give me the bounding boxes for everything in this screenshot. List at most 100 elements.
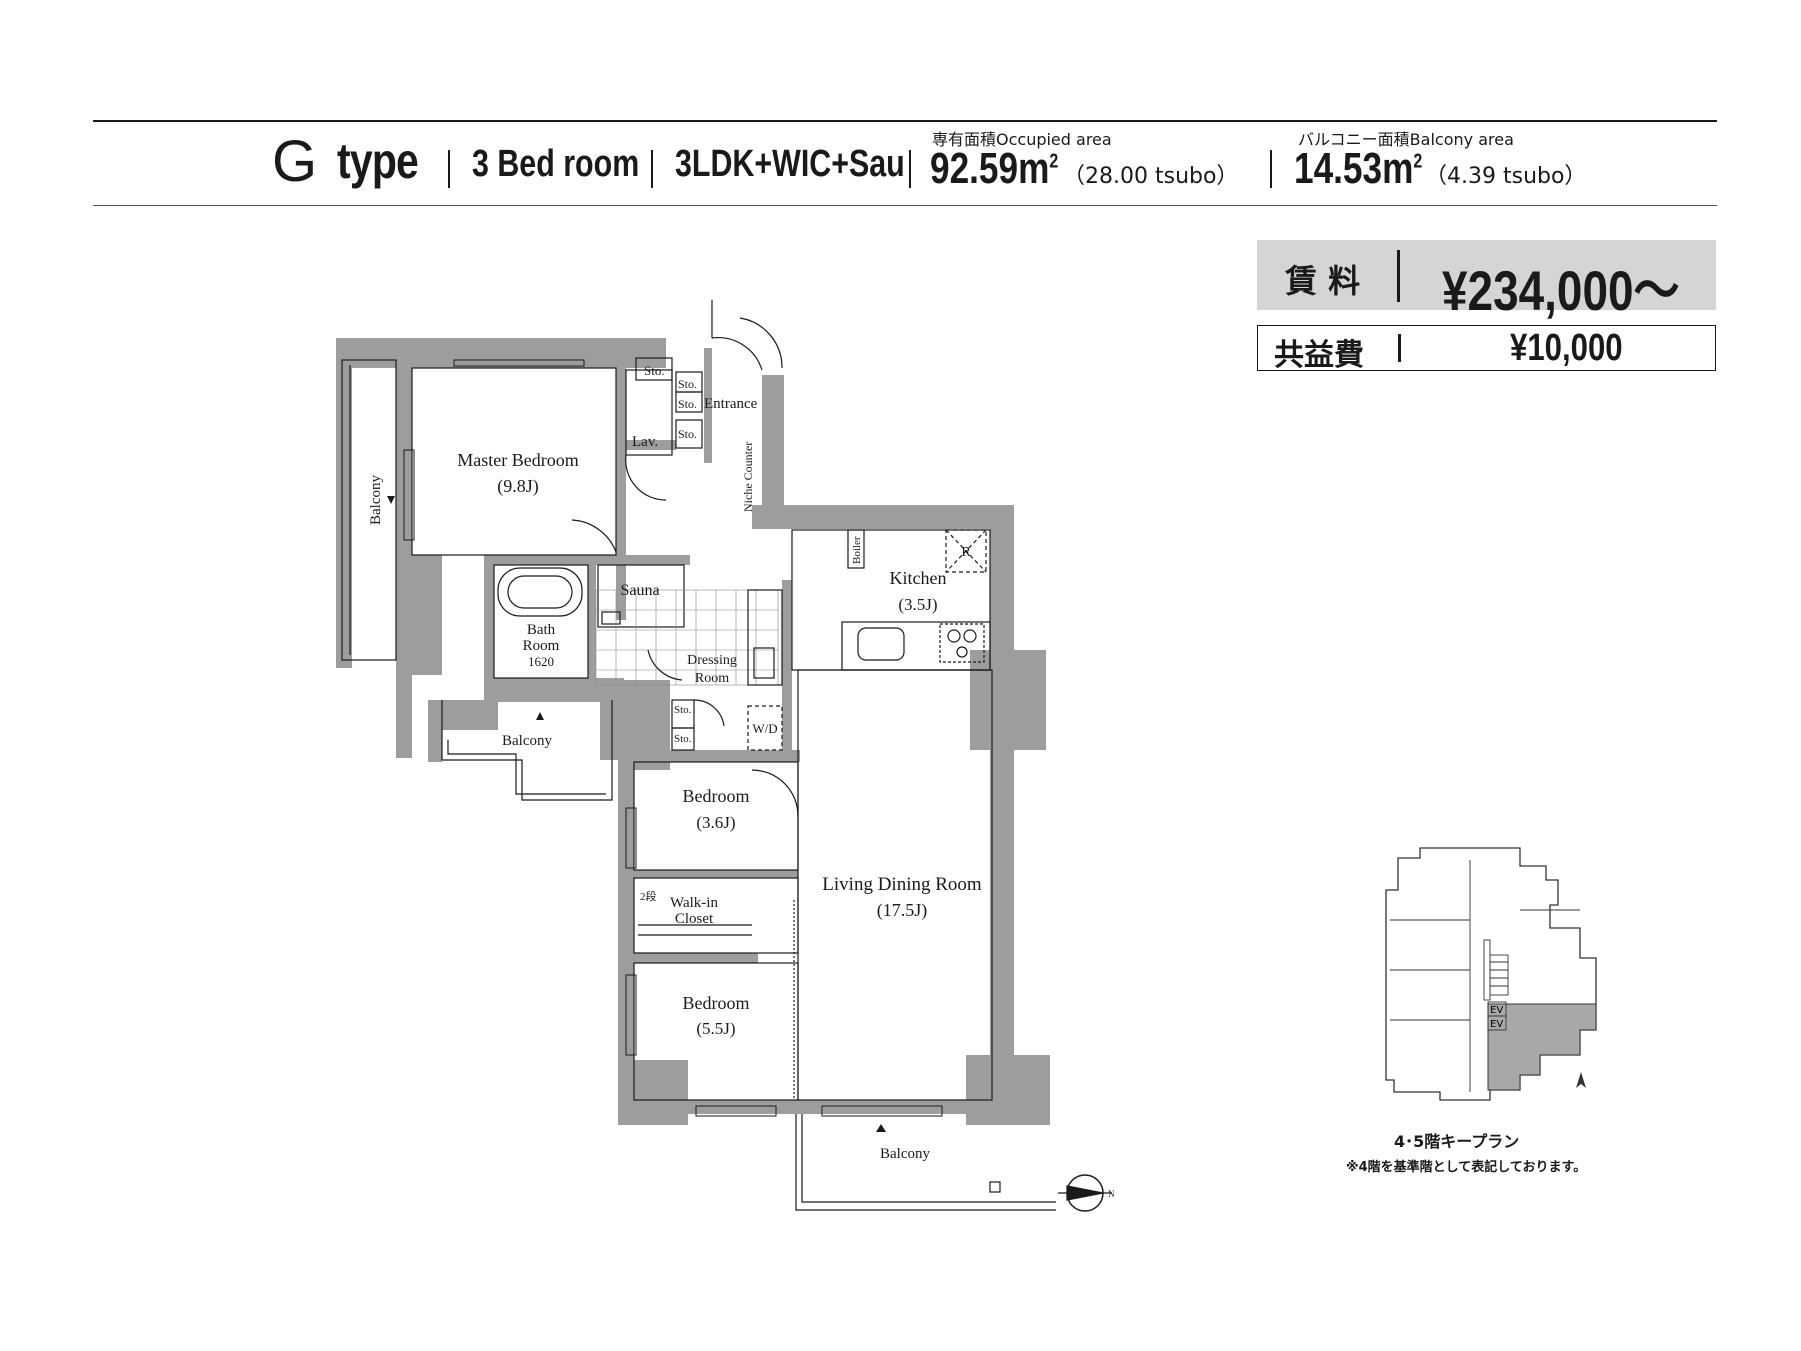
- dressing-label: Room: [695, 671, 729, 686]
- bedroom-size: (5.5J): [696, 1019, 735, 1038]
- sauna-label: Sauna: [620, 582, 659, 599]
- south-balcony-rail: [801, 1114, 1056, 1203]
- header-separator: [651, 150, 653, 188]
- master-bedroom-label: Master Bedroom: [457, 450, 578, 470]
- burner: [956, 646, 968, 658]
- balcony-sup: 2: [1413, 150, 1423, 173]
- fridge-x: [945, 529, 987, 573]
- balcony-arrows: [387, 496, 886, 1132]
- balcony-number: 14.53: [1294, 144, 1383, 193]
- sto-label: Sto.: [674, 704, 692, 716]
- bath-label: Bath: [527, 622, 556, 638]
- wall: [762, 375, 784, 515]
- fee-label: 共益費: [1274, 338, 1364, 373]
- wall: [618, 760, 634, 1125]
- occupied-area-value: 92.59m2: [930, 144, 1058, 194]
- balcony-label: Balcony: [368, 475, 384, 525]
- sto-box: [671, 727, 695, 751]
- wall: [618, 1060, 688, 1125]
- sto-label: Sto.: [678, 427, 697, 441]
- rent-panel: 賃 料 ¥234,000〜: [1257, 240, 1716, 322]
- ev-label: EV: [1490, 1005, 1503, 1016]
- wall: [336, 338, 666, 368]
- wall: [588, 555, 596, 685]
- kitchen-label: Kitchen: [890, 568, 947, 588]
- kitchen-outline: [791, 529, 991, 671]
- fee-divider: [1398, 334, 1401, 362]
- room-labels: Master Bedroom (9.8J) Sto. Sto. Sto. Sto…: [368, 363, 1115, 1199]
- wall: [396, 338, 412, 758]
- fridge-label: R: [961, 545, 971, 560]
- sauna-bench: [601, 611, 621, 625]
- entrance-door: [711, 300, 763, 371]
- wall: [970, 650, 1046, 750]
- wall: [966, 1055, 1050, 1125]
- bedroom-size: (3.6J): [696, 813, 735, 832]
- bathtub-inner: [507, 575, 573, 609]
- windows: [403, 359, 943, 1117]
- door-swing: [693, 699, 725, 727]
- wall: [600, 700, 630, 760]
- kitchen-size: (3.5J): [898, 595, 937, 614]
- type-word: type: [337, 133, 419, 189]
- boiler-label: Boiler: [851, 536, 863, 564]
- wall: [428, 700, 442, 762]
- rent-value: ¥234,000〜: [1442, 259, 1680, 322]
- bath-room-outline: [493, 564, 589, 679]
- vanity: [747, 589, 783, 686]
- wall: [990, 505, 1014, 1065]
- walls: [336, 338, 1050, 1125]
- door-swing: [647, 649, 683, 681]
- bath-label: Room: [523, 638, 560, 654]
- vanity-sink: [753, 647, 775, 679]
- wall: [618, 440, 676, 450]
- wall: [752, 505, 1004, 529]
- wall: [484, 555, 494, 685]
- sto-label: Sto.: [678, 397, 697, 411]
- wall: [618, 870, 798, 878]
- fee-panel: 共益費 ¥10,000: [1257, 325, 1716, 373]
- sw-balcony-rail: [447, 740, 606, 795]
- wall: [670, 750, 800, 762]
- sto-box: [675, 419, 703, 449]
- burner: [963, 629, 977, 643]
- bath-size: 1620: [528, 654, 554, 669]
- key-plan-note: ※4階を基準階として表記しております。: [1346, 1160, 1587, 1175]
- living-size: (17.5J): [877, 900, 928, 921]
- entry-door-swing: [739, 317, 783, 369]
- occupied-area-label: 専有面積Occupied area: [932, 130, 1112, 149]
- shelf-label: 2段: [640, 889, 657, 903]
- lav-outline: [625, 369, 673, 456]
- balcony-post: [989, 1181, 1001, 1193]
- balcony-area-label: バルコニー面積Balcony area: [1298, 130, 1514, 149]
- south-balcony: [795, 1114, 1056, 1211]
- key-plan: EV EV: [1385, 847, 1597, 1101]
- entrance-label: Entrance: [704, 396, 758, 412]
- key-plan-highlight: [1487, 1003, 1597, 1091]
- balcony-label: Balcony: [502, 733, 552, 749]
- wall: [688, 1100, 968, 1114]
- keyplan-north-icon: [1576, 1072, 1586, 1088]
- walkin-outline: [633, 877, 799, 954]
- bedroom-door-swing: [751, 769, 799, 817]
- balcony-tsubo: （4.39 tsubo）: [1425, 164, 1587, 189]
- header-bottom-rule: [93, 205, 1717, 206]
- occupied-tsubo: （28.00 tsubo）: [1063, 164, 1239, 189]
- sto-label: Sto.: [674, 733, 692, 745]
- west-balcony: [341, 359, 397, 661]
- sto-label: Sto.: [644, 363, 665, 378]
- wd-label: W/D: [752, 721, 777, 736]
- fee-value: ¥10,000: [1510, 327, 1623, 369]
- dressing-label: Dressing: [687, 653, 737, 668]
- wd-box: [747, 705, 783, 751]
- ev-label: EV: [1490, 1019, 1503, 1030]
- lav-label: Lav.: [632, 434, 658, 450]
- master-door-swing: [571, 519, 617, 553]
- balcony-label: Balcony: [880, 1146, 930, 1162]
- sw-balcony: [441, 700, 613, 801]
- header-separator: [1270, 150, 1272, 188]
- living-outline: [797, 669, 993, 1101]
- occupied-number: 92.59: [930, 144, 1019, 193]
- header-separator: [448, 150, 450, 188]
- header-top-rule: [93, 120, 1717, 122]
